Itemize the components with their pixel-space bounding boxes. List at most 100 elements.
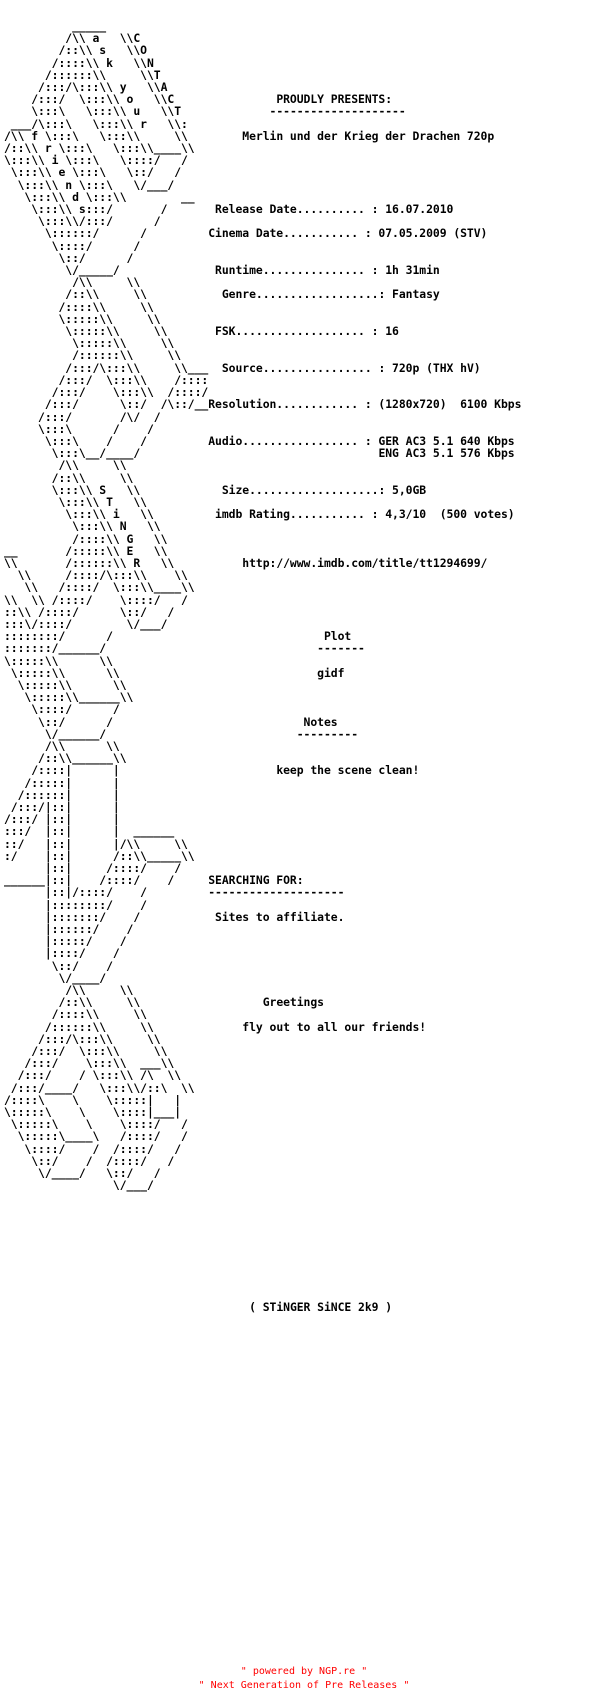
nfo-line: \:::\ / / Audio................. : GER A…	[4, 434, 515, 448]
ascii-art-segment: \:::\__/____/	[4, 446, 209, 461]
nfo-line: ( STiNGER SiNCE 2k9 )	[4, 1300, 392, 1314]
nfo-line: /:::/ \:::\\ ___\\	[4, 1056, 208, 1070]
ascii-art-segment: /\\ \\	[4, 983, 209, 998]
nfo-line: \::/ /	[4, 959, 208, 973]
info-imdb-rating: imdb Rating........... : 4,3/10 (500 vot…	[215, 507, 515, 522]
nfo-line: |::|/::::/ / --------------------	[4, 885, 345, 900]
nfo-line: /::::::| |	[4, 788, 208, 802]
ascii-art-segment: ::\\ /::::/ \::/ /	[4, 604, 209, 619]
nfo-line: \::/ /	[4, 251, 208, 265]
info-genre: Genre..................: Fantasy	[221, 287, 440, 302]
nfo-line: \:::::\\ \\	[4, 336, 208, 350]
nfo-line: \:::\\ T \\	[4, 495, 208, 509]
nfo-line: \:::::\____\ /::::/ /	[4, 1129, 208, 1143]
ascii-art-segment: \:::\ / /	[4, 433, 209, 448]
nfo-line: /::\\______\\	[4, 751, 208, 765]
ascii-art-segment: \:::::\ \ \::::/ /	[4, 1117, 209, 1132]
nfo-line: \/___/	[4, 1178, 208, 1192]
nfo-line: /:::/ \:::\\ o \\C PROUDLY PRESENTS:	[4, 92, 392, 106]
ascii-art-segment: ::::::::/ /	[4, 629, 209, 644]
ascii-art-segment: /::::\\ G \\	[4, 531, 209, 546]
ascii-art-segment: /:::/____/ \:::\\/::\ \\	[4, 1080, 209, 1095]
nfo-line: :::::::/______/ -------	[4, 641, 365, 655]
nfo-line: \:::\\ N \\	[4, 519, 208, 533]
ascii-art-segment: _____	[4, 19, 209, 33]
ascii-art-segment: __ /:::::\\ E \\	[4, 543, 209, 558]
info-imdb-url: http://www.imdb.com/title/tt1294699/	[242, 555, 488, 570]
ascii-art-segment: \\ /::::/ \:::\\____\\	[4, 580, 209, 595]
info-audio-1: Audio................. : GER AC3 5.1 640…	[208, 433, 515, 448]
nfo-line: \:::\\ e \:::\ \::/ /	[4, 165, 208, 179]
ascii-art-segment: |:::::::/ /	[4, 909, 209, 924]
heading-underline: --------------------	[208, 885, 345, 900]
ascii-art-segment: |::| /::::/ /	[4, 861, 209, 876]
nfo-text-block: _____ /\\ a \\C /::\\ s \\O /::::\\ k \\…	[4, 20, 604, 1338]
nfo-line: \:::\\ n \:::\ \/___/	[4, 178, 208, 192]
ascii-art-segment: /\\ f \:::\ \:::\\ \\	[4, 128, 209, 143]
ascii-art-segment: /::::::\\ \\	[4, 348, 209, 363]
ascii-art-segment: \::::/ /	[4, 238, 209, 253]
ascii-art-segment: \:::\\ s:::/ /	[4, 202, 209, 217]
ascii-art-segment: /:::/ \:::\\ /::::	[4, 372, 209, 387]
nfo-line: /:::/____/ \:::\\/::\ \\	[4, 1081, 208, 1095]
ascii-art-segment: \:::::\\ \\	[4, 677, 209, 692]
nfo-line: /:::/ /\/ /	[4, 410, 208, 424]
info-cinema-date: Cinema Date........... : 07.05.2009 (STV…	[208, 226, 488, 241]
nfo-line: \\ \\ /::::/ \::::/ /	[4, 593, 208, 607]
info-audio-2: ENG AC3 5.1 576 Kbps	[378, 446, 515, 461]
info-resolution: Resolution............ : (1280x720) 6100…	[208, 397, 522, 412]
ascii-art-segment: /::\\ \\	[4, 287, 209, 302]
nfo-line: /:::/ / \:::\\ /\ \\	[4, 1068, 208, 1082]
ascii-art-segment: \:::::\____\ /::::/ /	[4, 1129, 209, 1144]
ascii-art-segment: \:::\\ i \:::\ \::::/ /	[4, 153, 209, 168]
ascii-art-segment: \/____/	[4, 970, 209, 985]
footer-tagline: " Next Generation of Pre Releases "	[198, 1680, 410, 1691]
nfo-line: /::::\\ G \\	[4, 532, 208, 546]
ascii-art-segment: \:::\\ N \\	[4, 519, 209, 534]
nfo-line: \:::\__/____/ ENG AC3 5.1 576 Kbps	[4, 446, 515, 460]
info-greetings-text: fly out to all our friends!	[242, 1019, 427, 1034]
ascii-art-segment: /::\\ \\	[4, 995, 209, 1010]
ascii-art-segment: \\ /::::::\\ R \\	[4, 555, 209, 570]
info-fsk: FSK................... : 16	[215, 324, 399, 339]
nfo-line: \/_____/ Runtime............... : 1h 31m…	[4, 263, 440, 278]
nfo-line: _____	[4, 19, 208, 33]
nfo-line: \:::::\\ \\	[4, 654, 208, 668]
ascii-art-segment: /:::/\:::\\ y \\A	[4, 80, 209, 95]
ascii-art-segment: /::::::\\ \\T	[4, 67, 209, 82]
nfo-line: /:::::| |	[4, 776, 208, 790]
ascii-art-segment: /\\ a \\C	[4, 31, 209, 46]
ascii-art-segment: :::::::/______/	[4, 641, 209, 656]
nfo-line: :::\/::::/ \/___/	[4, 617, 208, 631]
nfo-line: ______|::| /::::/ / SEARCHING FOR:	[4, 873, 304, 887]
nfo-line: /::\\ r \:::\ \:::\\____\\	[4, 141, 208, 155]
ascii-art-segment: /::::::\\ \\	[4, 1019, 209, 1034]
ascii-art-segment: \:::::\\ \\	[4, 653, 209, 668]
ascii-art-segment: \:::\ / /	[4, 421, 209, 436]
ascii-art-segment: \::/ / /::::/ /	[4, 1153, 209, 1168]
nfo-line: ::/ |::| |/\\ \\	[4, 837, 208, 851]
nfo-line: \:::::\\______\\	[4, 690, 208, 704]
ascii-art-segment: /:::/\:::\\ \\___	[4, 360, 209, 375]
ascii-art-segment: \::/ /	[4, 250, 209, 265]
nfo-line: /\\ \\	[4, 275, 208, 289]
info-plot-heading: Plot	[323, 629, 352, 644]
ascii-art-segment: /:::/ \:::\\ /::::/	[4, 385, 209, 400]
ascii-art-segment: /::::::| |	[4, 787, 209, 802]
info-title: Merlin und der Krieg der Drachen 720p	[242, 128, 495, 143]
nfo-line: /\\ \\	[4, 983, 208, 997]
info-searching-heading: SEARCHING FOR:	[208, 873, 304, 888]
ascii-art-segment: /\\ \\	[4, 275, 209, 290]
info-runtime: Runtime............... : 1h 31min	[215, 263, 440, 278]
nfo-line: /:::/\:::\\ y \\A	[4, 80, 208, 94]
nfo-line: /::::::\\ \\T	[4, 68, 208, 82]
nfo-line: /\\ \\	[4, 739, 208, 753]
ascii-art-segment: \:::::\\______\\	[4, 690, 209, 705]
ascii-art-segment: :/ |::| /::\\_____\\	[4, 848, 209, 863]
heading-underline: -------	[317, 641, 365, 656]
nfo-line: \:::\\ s:::/ / Release Date.......... : …	[4, 202, 453, 216]
ascii-art-segment: \::::::/ /	[4, 226, 209, 241]
nfo-line: |:::::::/ / Sites to affiliate.	[4, 909, 345, 924]
nfo-line: /\\ \\	[4, 458, 208, 472]
nfo-line: \:::\\ i \:::\ \::::/ /	[4, 153, 208, 167]
